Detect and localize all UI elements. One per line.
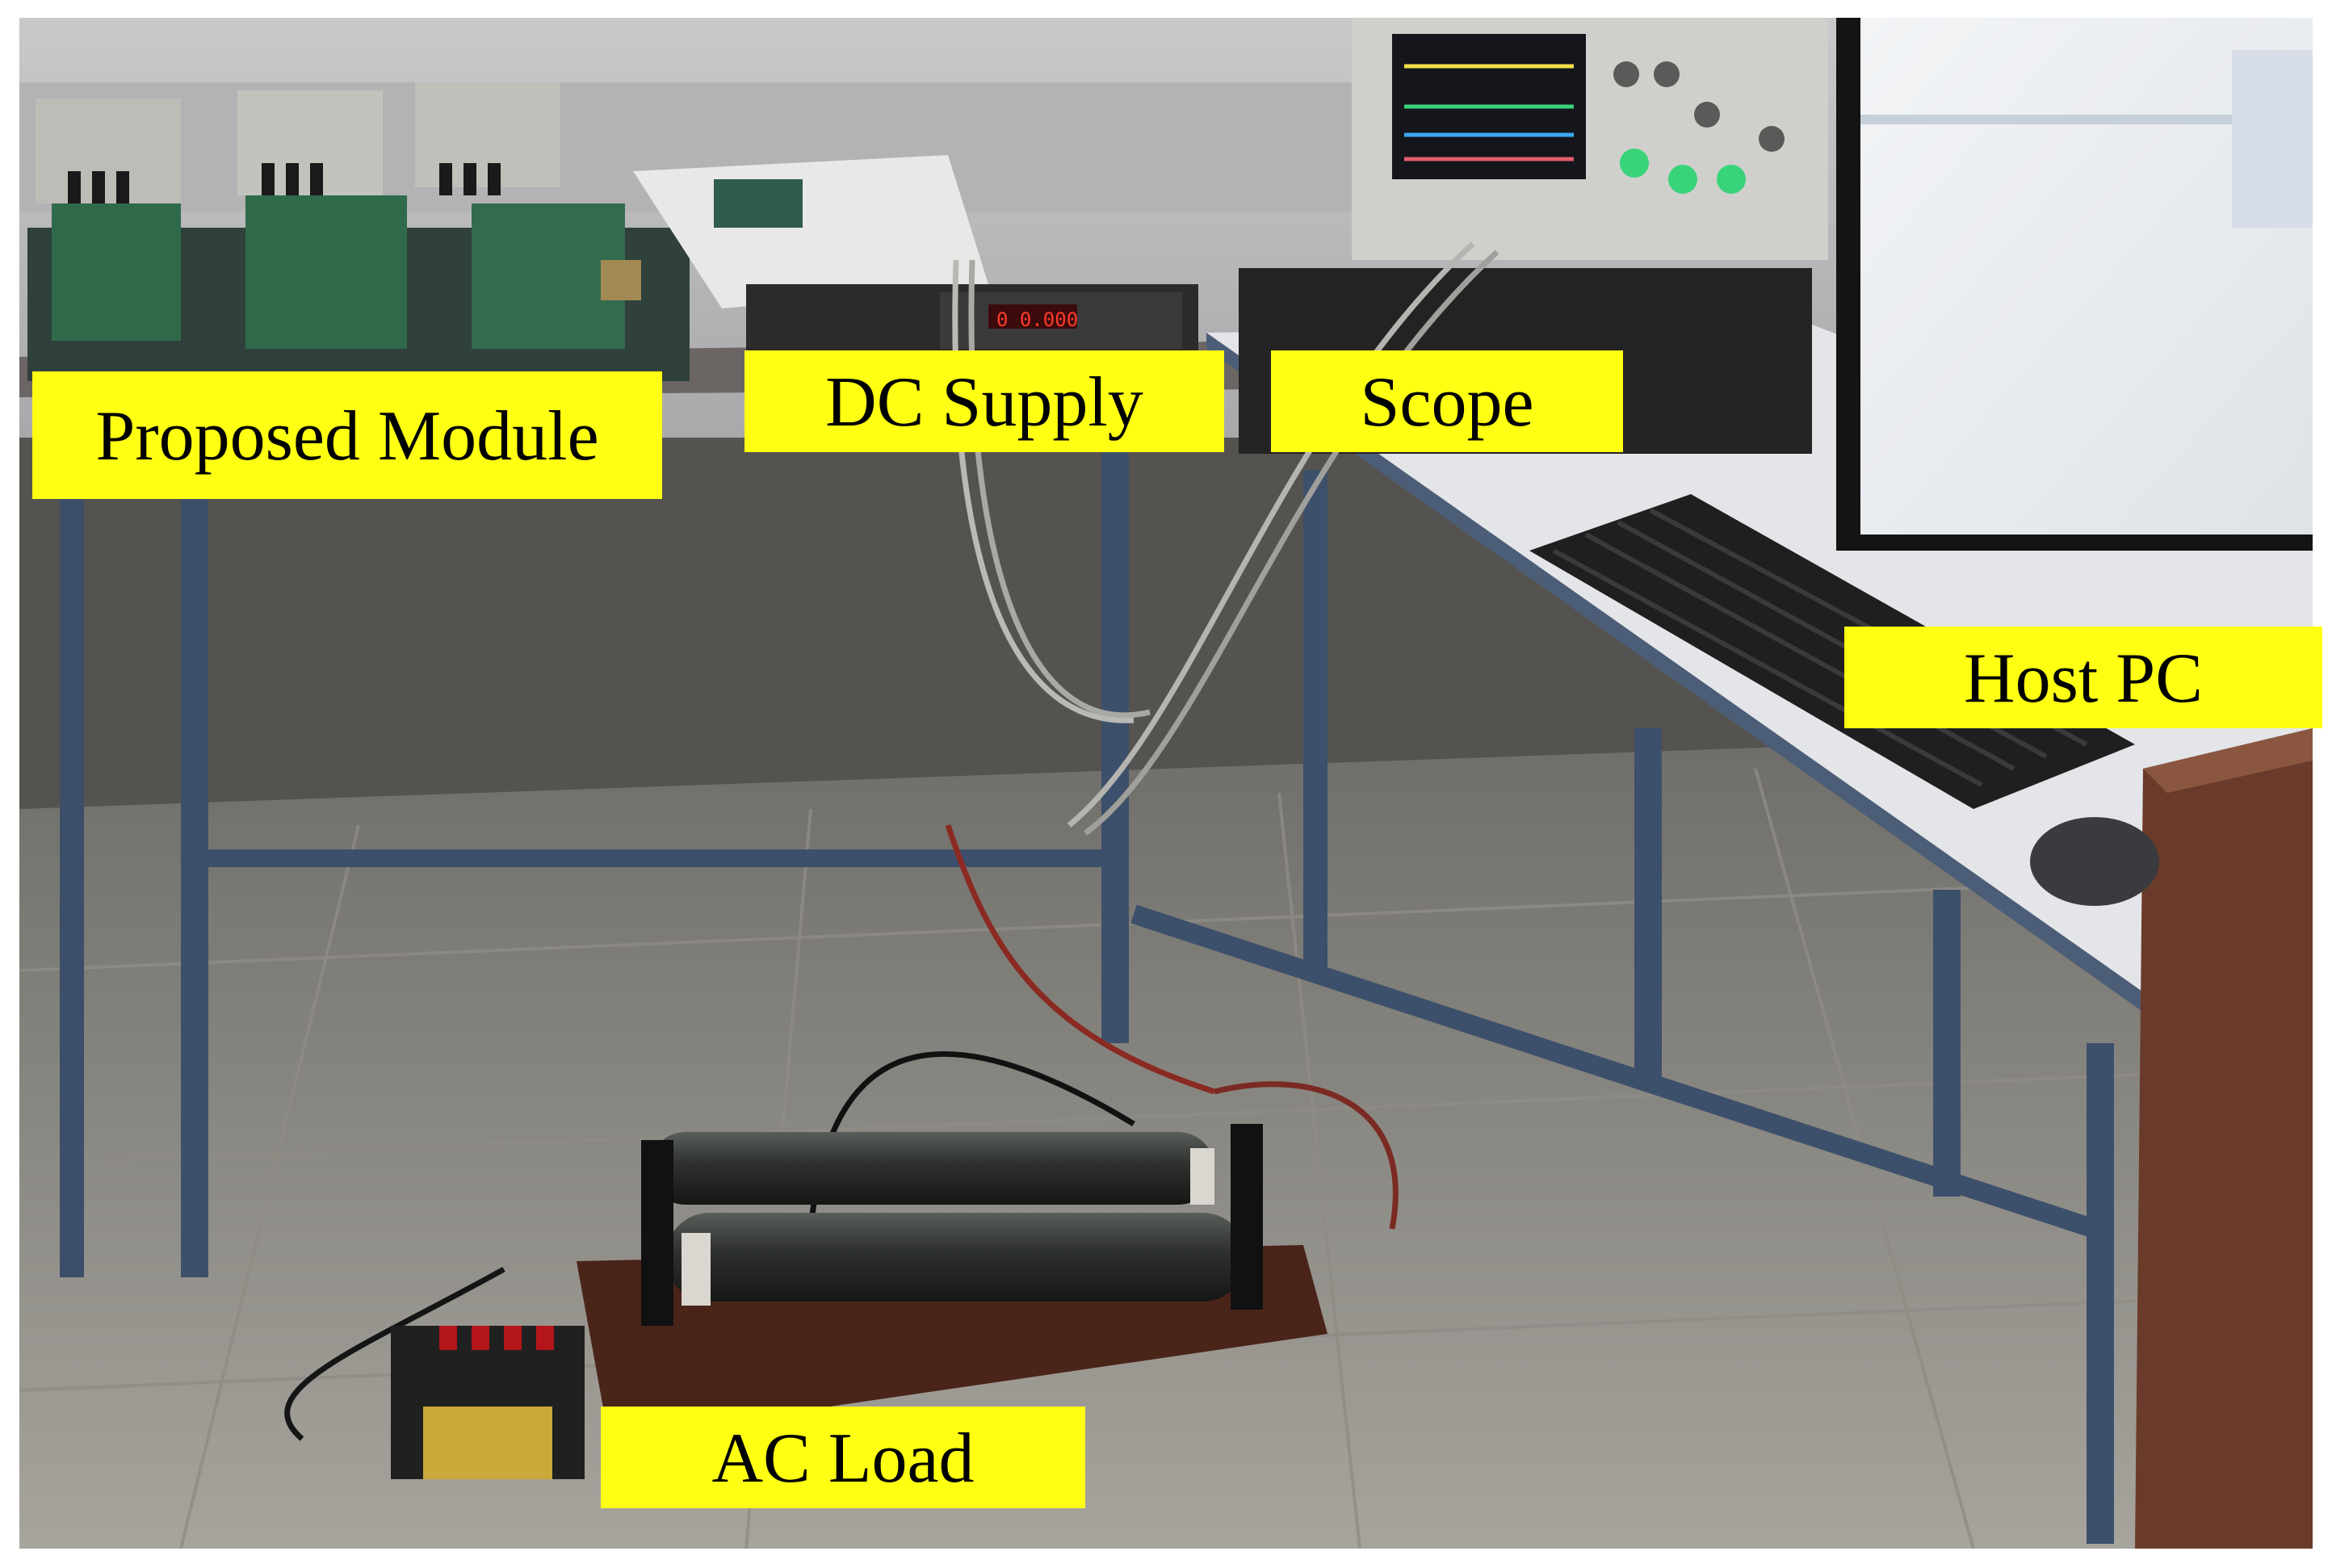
label-scope-text: Scope: [1360, 363, 1534, 442]
module-boards: [27, 82, 690, 381]
right-table-rail: [1130, 904, 2098, 1239]
label-host-pc-text: Host PC: [1964, 639, 2203, 718]
keyboard: [1529, 494, 2135, 809]
left-table-leg-1: [60, 470, 84, 1277]
label-proposed-module: Proposed Module: [32, 371, 662, 499]
label-host-pc: Host PC: [1844, 627, 2322, 728]
label-ac-load-text: AC Load: [711, 1419, 975, 1498]
right-table-leg-3: [1933, 890, 1961, 1197]
dc-supply-display: [988, 304, 1077, 329]
right-table-edge: [1206, 333, 2216, 1063]
mouse: [2030, 817, 2159, 906]
wooden-cabinet: [2135, 728, 2313, 1549]
right-table-leg-4: [2087, 1043, 2114, 1544]
label-ac-load: AC Load: [601, 1407, 1085, 1508]
label-dc-supply: DC Supply: [744, 350, 1224, 452]
controller-board: [714, 179, 803, 228]
lab-setup-photo: 0 0.000: [19, 18, 2313, 1549]
ac-load-roller-1: [649, 1132, 1214, 1205]
label-proposed-module-text: Proposed Module: [95, 397, 599, 476]
scope-knobs: [1613, 61, 1785, 194]
right-table-leg-1: [1303, 470, 1327, 971]
ac-load-roller-2: [665, 1213, 1247, 1302]
label-scope: Scope: [1271, 350, 1623, 452]
left-table-rail: [181, 849, 1126, 867]
label-dc-supply-text: DC Supply: [825, 363, 1143, 442]
wooden-cabinet-top: [2143, 728, 2313, 793]
left-table-leg-2: [181, 397, 208, 1277]
lab-photo-illustration: 0 0.000: [19, 18, 2313, 1549]
dc-supply-readout: 0 0.000: [996, 308, 1078, 331]
right-table-leg-2: [1634, 728, 1662, 1084]
